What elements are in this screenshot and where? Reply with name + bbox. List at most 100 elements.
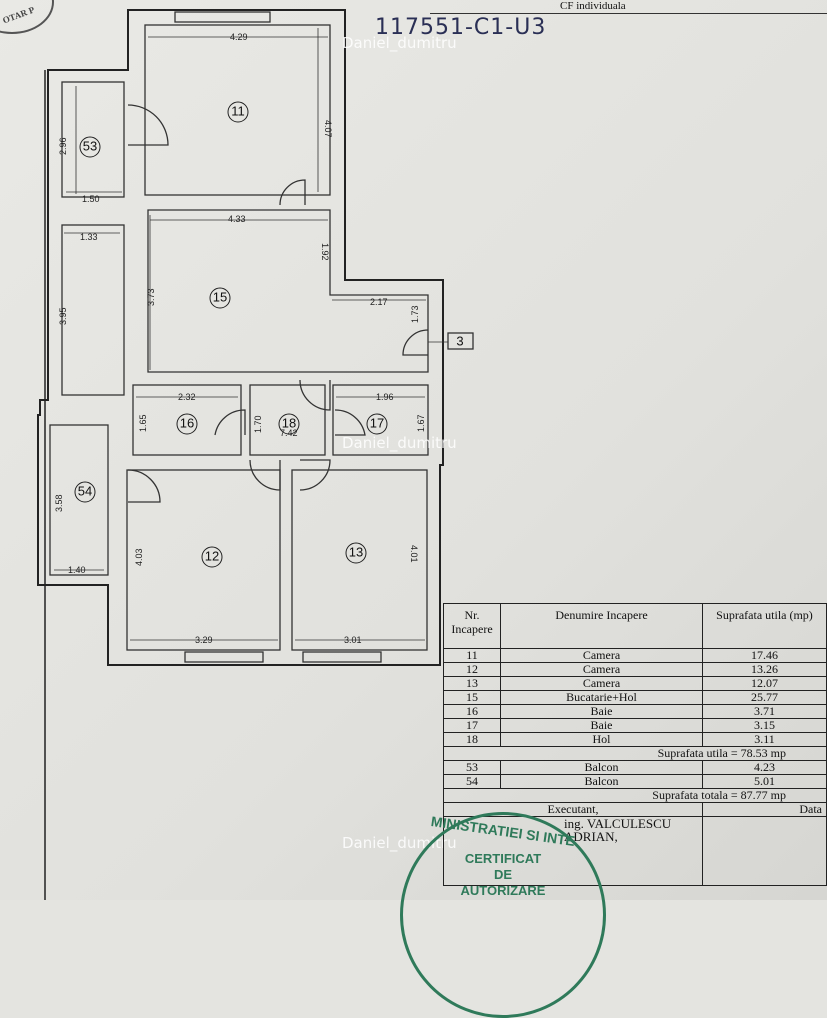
- cell-name: Bucatarie+Hol: [500, 690, 703, 705]
- cell-area: 13.26: [702, 662, 827, 677]
- cell-name: Baie: [500, 704, 703, 719]
- dim-label: 4.07: [323, 120, 333, 138]
- cell-area: 25.77: [702, 690, 827, 705]
- watermark: Daniel_dumitru: [342, 34, 457, 52]
- room-13: [291, 469, 428, 651]
- dim-label: 3.95: [58, 307, 68, 325]
- svg-text:18: 18: [282, 415, 296, 430]
- cell-area: 3.71: [702, 704, 827, 719]
- top-strip-text: CF individuala: [560, 0, 626, 12]
- cell-name: Hol: [500, 732, 703, 747]
- dim-label: 7.42: [280, 428, 298, 438]
- room-18: [249, 384, 326, 456]
- cell-area: 3.11: [702, 732, 827, 747]
- entrance-number: 3: [456, 333, 463, 348]
- room-label-53: 53: [79, 136, 101, 158]
- door-12: [249, 459, 281, 491]
- window-13: [302, 651, 382, 663]
- dim-label: 2.96: [58, 137, 68, 155]
- cell-area: 17.46: [702, 648, 827, 663]
- dim-label: 3.73: [146, 288, 156, 306]
- room-16: [132, 384, 242, 456]
- dim-label: 1.65: [138, 414, 148, 432]
- dim-label: 4.03: [134, 548, 144, 566]
- cell-nr: 53: [443, 760, 501, 775]
- cell-nr: 15: [443, 690, 501, 705]
- room-11: [144, 24, 331, 196]
- dim-label: 1.67: [416, 414, 426, 432]
- dim-label: 3.58: [54, 494, 64, 512]
- cell-name: Baie: [500, 718, 703, 733]
- entrance-marker-box: [447, 332, 474, 350]
- cell-name: Camera: [500, 676, 703, 691]
- svg-text:11: 11: [231, 103, 245, 118]
- room-label-18: 18: [278, 413, 300, 435]
- dim-label: 1.96: [376, 392, 394, 402]
- stamp-line: CERTIFICAT: [464, 851, 542, 866]
- dim-label: 1.70: [253, 415, 263, 433]
- room-17: [332, 384, 429, 456]
- door-53: [127, 104, 169, 146]
- dim-label: 2.17: [370, 297, 388, 307]
- cell-area: 5.01: [702, 774, 827, 789]
- grand-total: Suprafata totala = 87.77 mp: [443, 788, 827, 803]
- cell-name: Balcon: [500, 760, 703, 775]
- svg-text:53: 53: [83, 138, 97, 153]
- svg-text:12: 12: [205, 548, 219, 563]
- dim-label: 1.92: [320, 243, 330, 261]
- room-label-13: 13: [345, 542, 367, 564]
- room-label-17: 17: [366, 413, 388, 435]
- svg-text:54: 54: [78, 483, 92, 498]
- date-label: Data: [702, 802, 827, 817]
- door-17: [334, 409, 366, 436]
- dim-label: 1.40: [68, 565, 86, 575]
- dim-label: 4.01: [409, 545, 419, 563]
- room-15-side: [61, 224, 125, 396]
- dim-label: 1.50: [82, 194, 100, 204]
- svg-text:15: 15: [213, 289, 227, 304]
- top-strip: CF individuala: [430, 0, 827, 14]
- cell-area: 3.15: [702, 718, 827, 733]
- cell-name: Camera: [500, 662, 703, 677]
- header-area: Suprafata utila (mp): [702, 603, 827, 649]
- table-header: Nr. Incapere Denumire Incapere Suprafata…: [443, 603, 827, 649]
- dim-label: 4.29: [230, 32, 248, 42]
- room-label-12: 12: [201, 546, 223, 568]
- cell-nr: 12: [443, 662, 501, 677]
- door-13: [299, 459, 331, 491]
- cell-name: Camera: [500, 648, 703, 663]
- watermark: Daniel_dumitru: [342, 434, 457, 452]
- cell-nr: 17: [443, 718, 501, 733]
- cell-nr: 16: [443, 704, 501, 719]
- cell-area: 12.07: [702, 676, 827, 691]
- header-name: Denumire Incapere: [500, 603, 703, 649]
- cell-nr: 54: [443, 774, 501, 789]
- dim-label: 1.73: [410, 305, 420, 323]
- useful-total: Suprafata utila = 78.53 mp: [443, 746, 827, 761]
- header-nr: Nr. Incapere: [443, 603, 501, 649]
- handwritten-id: 117551-C1-U3: [375, 15, 546, 40]
- room-label-11: 11: [227, 101, 249, 123]
- door-54: [127, 469, 161, 503]
- floor-plan: 117551-C1-U3 3 11 53 15 16 18 17 54 12 1…: [37, 9, 546, 900]
- grand-total-row: Suprafata totala = 87.77 mp: [443, 788, 827, 803]
- door-15: [299, 379, 331, 411]
- cell-name: Balcon: [500, 774, 703, 789]
- dim-label: 3.29: [195, 635, 213, 645]
- cell-nr: 13: [443, 676, 501, 691]
- room-12: [126, 469, 281, 651]
- stamp-line: DE: [493, 867, 513, 882]
- balcony-53: [61, 81, 125, 198]
- dim-label: 2.32: [178, 392, 196, 402]
- dim-label: 4.33: [228, 214, 246, 224]
- door-11: [279, 179, 306, 206]
- useful-total-row: Suprafata utila = 78.53 mp: [443, 746, 827, 761]
